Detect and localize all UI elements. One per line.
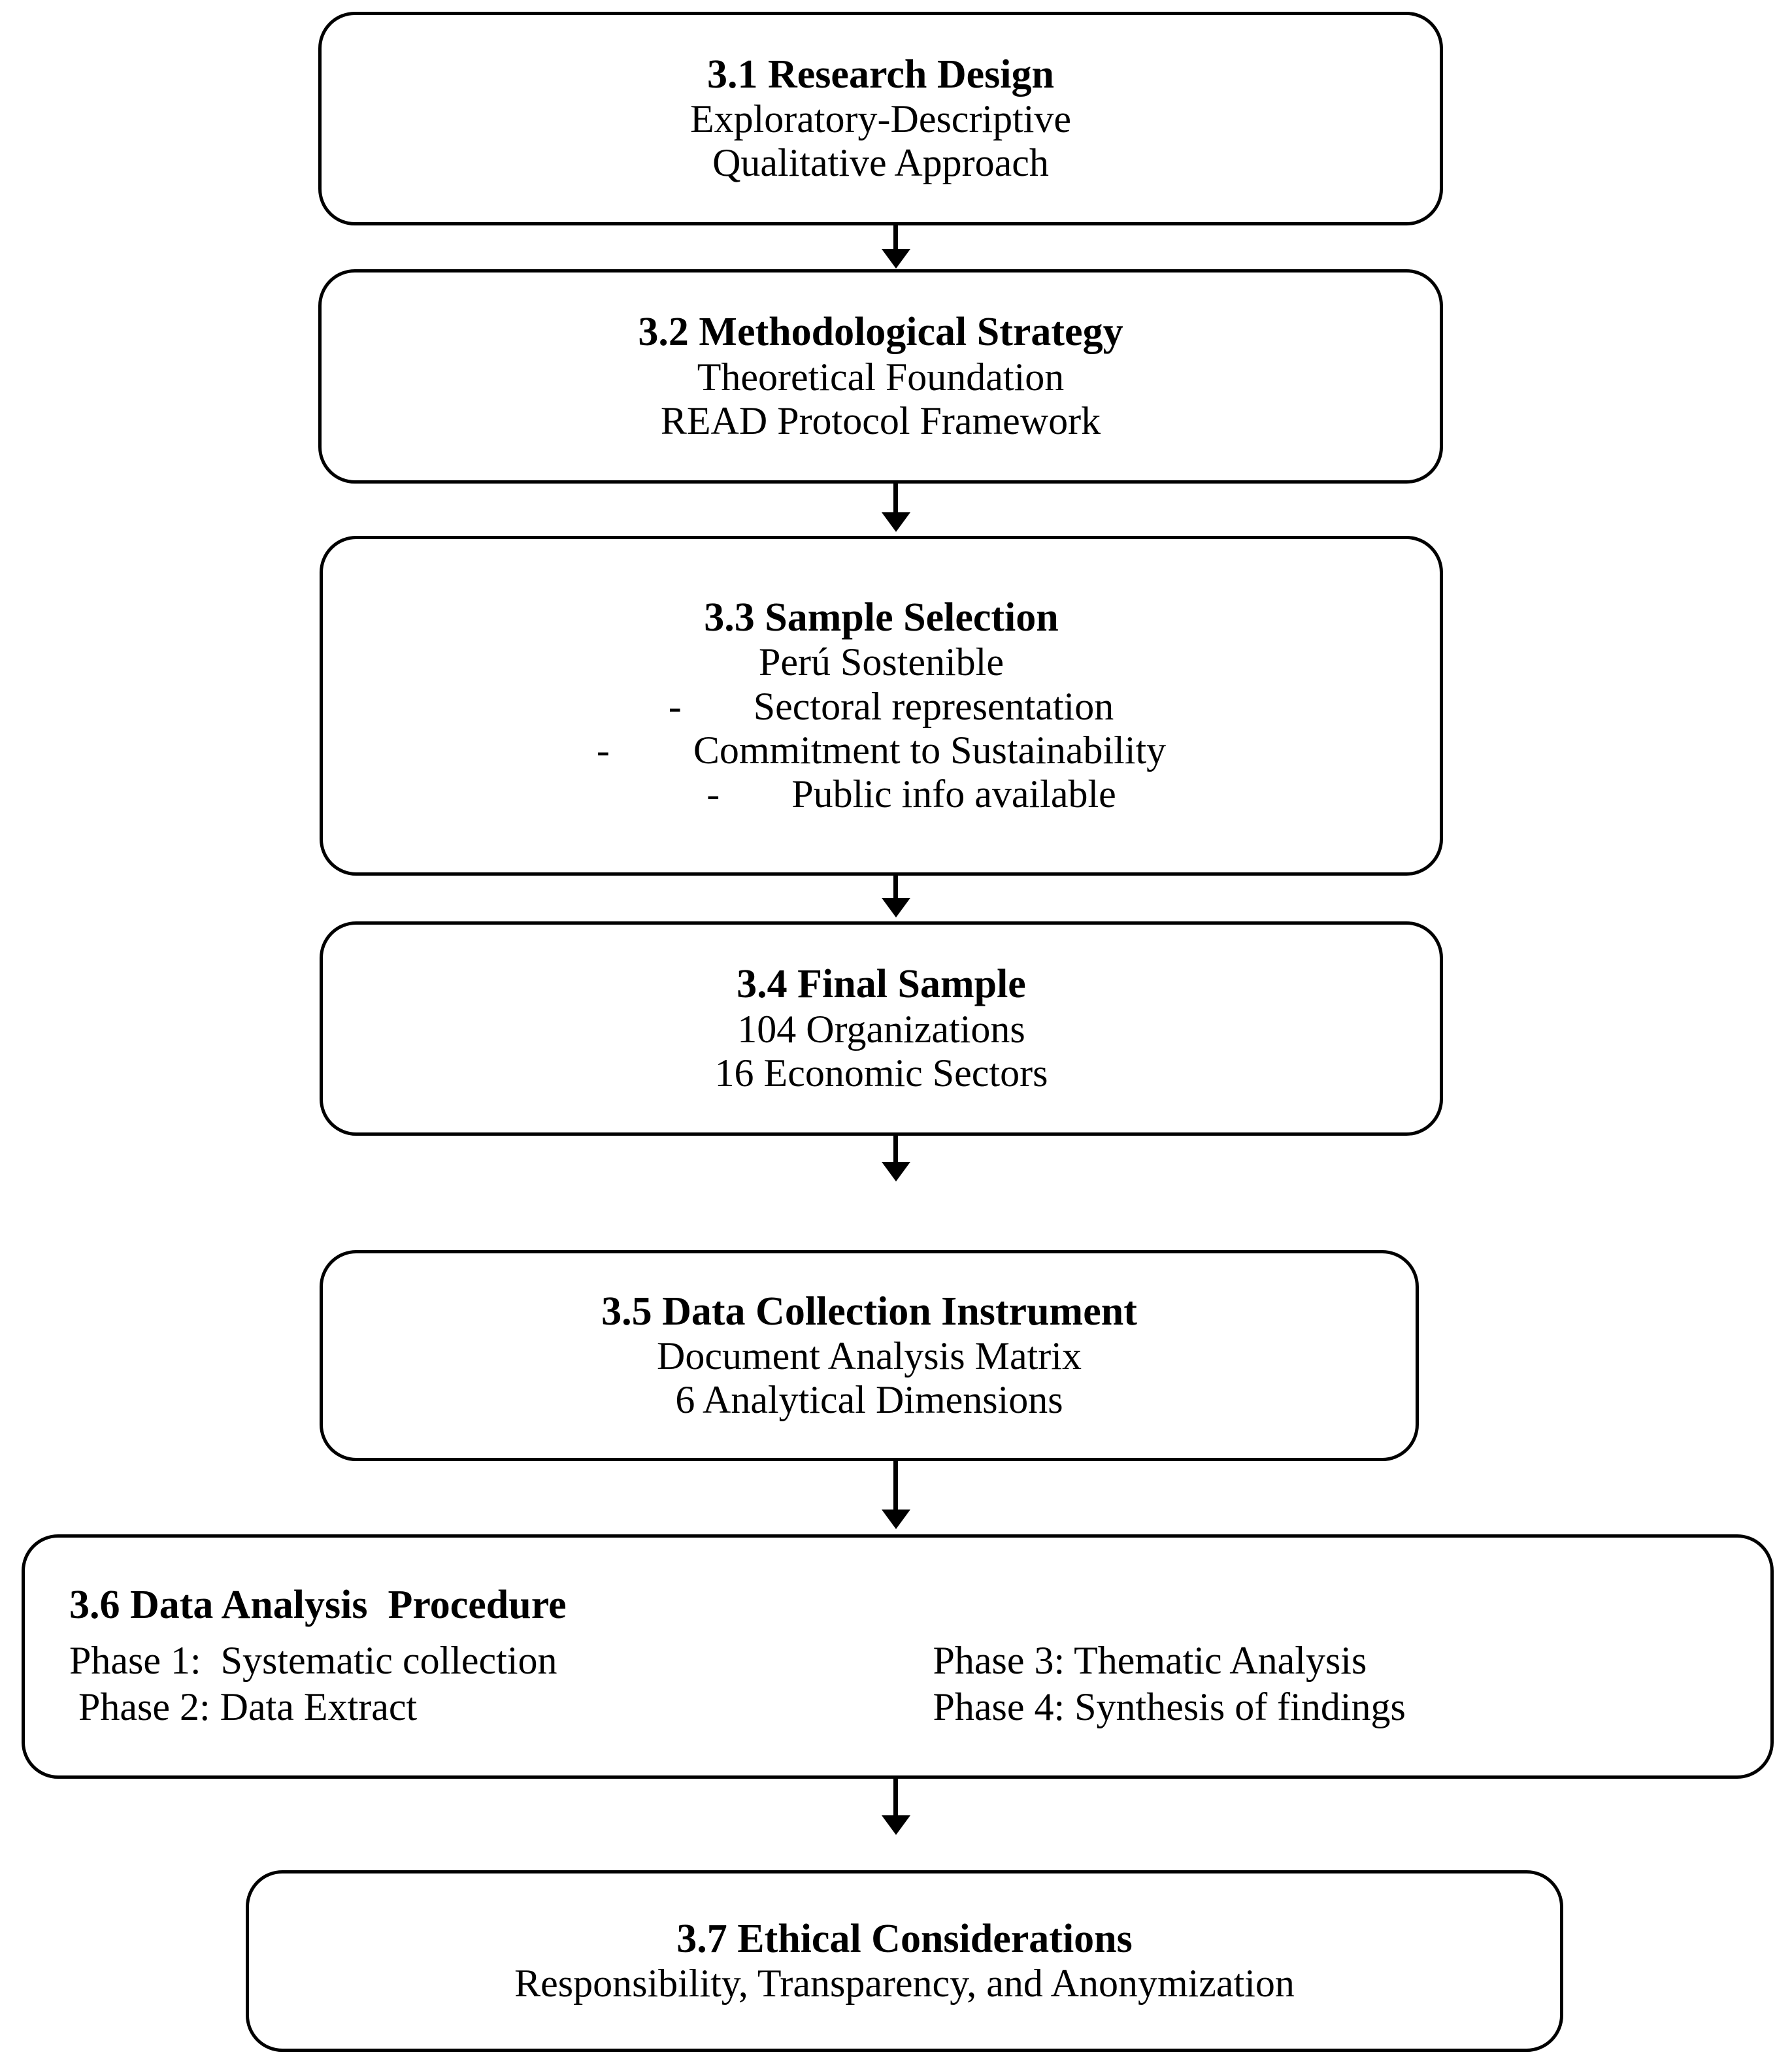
node-3-4-line-1: 104 Organizations (737, 1007, 1025, 1051)
arrowhead-3-5-to-3-6 (882, 1510, 910, 1529)
bullet-text: Commitment to Sustainability (693, 728, 1167, 772)
connector-3-6-to-3-7 (893, 1779, 898, 1818)
phase-2: Phase 2: Data Extract (78, 1685, 418, 1728)
bullet-marker: - (706, 772, 720, 816)
bullet-marker: - (668, 684, 682, 728)
connector-3-2-to-3-3 (893, 484, 898, 515)
node-3-1-line-1: Exploratory-Descriptive (689, 97, 1072, 141)
node-3-2-title: 3.2 Methodological Strategy (638, 310, 1123, 355)
node-3-3-sample-selection[interactable]: 3.3 Sample Selection Perú Sostenible - S… (320, 536, 1443, 876)
node-3-7-title: 3.7 Ethical Considerations (676, 1916, 1133, 1961)
node-3-7-line-1: Responsibility, Transparency, and Anonym… (514, 1962, 1295, 2005)
bullet-marker: - (596, 728, 610, 772)
connector-3-1-to-3-2 (893, 225, 898, 252)
node-3-6-data-analysis-procedure[interactable]: 3.6 Data Analysis Procedure Phase 1: Sys… (22, 1534, 1774, 1779)
phase-1: Phase 1: Systematic collection (69, 1638, 557, 1682)
node-3-3-bullet-1: - Sectoral representation (649, 685, 1114, 729)
node-3-1-line-2: Qualitative Approach (712, 141, 1049, 185)
node-3-1-research-design[interactable]: 3.1 Research Design Exploratory-Descript… (318, 12, 1443, 225)
connector-3-4-to-3-5 (893, 1136, 898, 1164)
node-3-5-line-2: 6 Analytical Dimensions (675, 1378, 1063, 1422)
node-3-3-bullet-2: - Commitment to Sustainability (597, 729, 1166, 772)
node-3-5-title: 3.5 Data Collection Instrument (601, 1289, 1137, 1334)
node-3-3-bullet-3: - Public info available (646, 772, 1116, 816)
node-3-5-line-1: Document Analysis Matrix (657, 1334, 1082, 1378)
arrowhead-3-6-to-3-7 (882, 1815, 910, 1835)
phase-4: Phase 4: Synthesis of findings (933, 1685, 1406, 1728)
node-3-2-line-2: READ Protocol Framework (660, 399, 1101, 442)
node-3-1-title: 3.1 Research Design (707, 52, 1054, 97)
arrowhead-3-3-to-3-4 (882, 898, 910, 917)
node-3-4-title: 3.4 Final Sample (737, 962, 1026, 1007)
bullet-text: Sectoral representation (753, 684, 1114, 728)
node-3-2-line-1: Theoretical Foundation (697, 355, 1065, 399)
arrowhead-3-2-to-3-3 (882, 512, 910, 532)
node-3-6-title: 3.6 Data Analysis Procedure (69, 1583, 567, 1628)
node-3-3-title: 3.3 Sample Selection (704, 595, 1059, 640)
node-3-7-ethical-considerations[interactable]: 3.7 Ethical Considerations Responsibilit… (246, 1870, 1563, 2052)
node-3-4-final-sample[interactable]: 3.4 Final Sample 104 Organizations 16 Ec… (320, 921, 1443, 1136)
node-3-3-line-1: Perú Sostenible (759, 640, 1004, 684)
connector-3-3-to-3-4 (893, 876, 898, 900)
arrowhead-3-4-to-3-5 (882, 1162, 910, 1181)
connector-3-5-to-3-6 (893, 1461, 898, 1512)
arrowhead-3-1-to-3-2 (882, 249, 910, 269)
node-3-5-data-collection-instrument[interactable]: 3.5 Data Collection Instrument Document … (320, 1250, 1419, 1461)
bullet-text: Public info available (791, 772, 1116, 816)
node-3-4-line-2: 16 Economic Sectors (714, 1051, 1048, 1095)
node-3-2-methodological-strategy[interactable]: 3.2 Methodological Strategy Theoretical … (318, 269, 1443, 484)
phase-grid: Phase 1: Systematic collection Phase 3: … (56, 1638, 1770, 1730)
phase-3: Phase 3: Thematic Analysis (933, 1638, 1367, 1682)
